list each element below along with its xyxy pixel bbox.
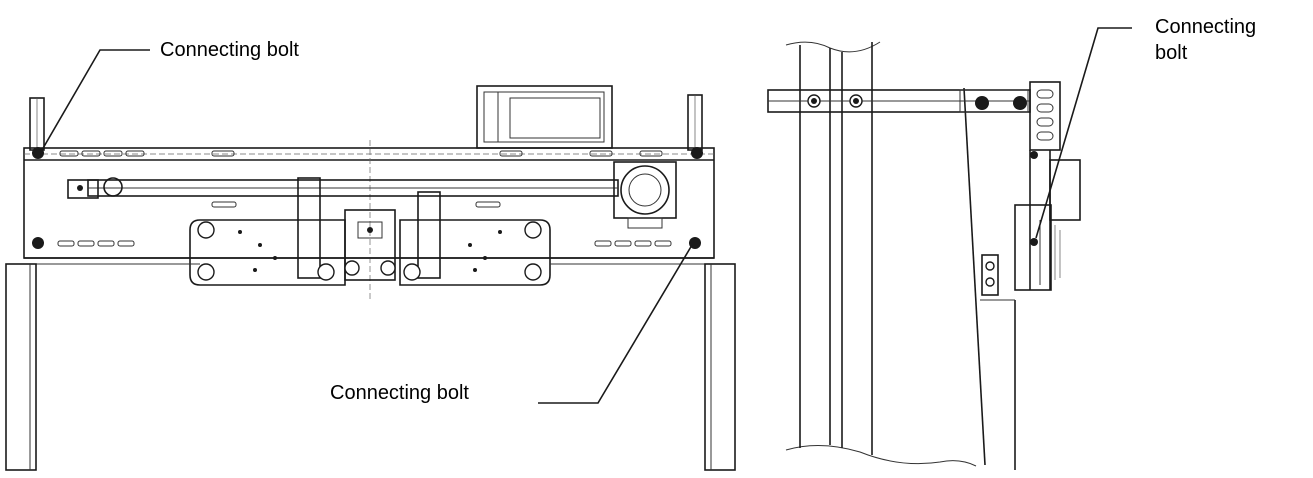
- bolt-side-lower: [1030, 238, 1038, 246]
- bolt-side-upper: [1030, 151, 1038, 159]
- right-jamb: [704, 263, 736, 471]
- center-lock: [344, 209, 396, 281]
- motor-pulley: [613, 161, 677, 229]
- side-bracket: [1014, 81, 1081, 291]
- top-slots: [59, 150, 663, 157]
- callout-label-bottom-middle: Connecting bolt: [330, 382, 469, 404]
- lower-slots: [57, 201, 672, 247]
- bolt-top-left: [32, 147, 44, 159]
- side-view: [767, 41, 1081, 470]
- bolt-top-right: [691, 147, 703, 159]
- idler-pulley: [67, 177, 123, 199]
- front-view: [5, 85, 736, 471]
- callout-label-top-left: Connecting bolt: [160, 39, 299, 61]
- bolt-bottom-left: [32, 237, 44, 249]
- callout-label-top-right-line2: bolt: [1155, 42, 1188, 64]
- callout-label-top-right-line1: Connecting: [1155, 16, 1257, 38]
- control-box: [476, 85, 613, 149]
- right-door-hanger: [399, 191, 551, 286]
- left-jamb: [5, 263, 37, 471]
- left-door-hanger: [189, 177, 346, 286]
- callout-leaders: [41, 27, 1132, 404]
